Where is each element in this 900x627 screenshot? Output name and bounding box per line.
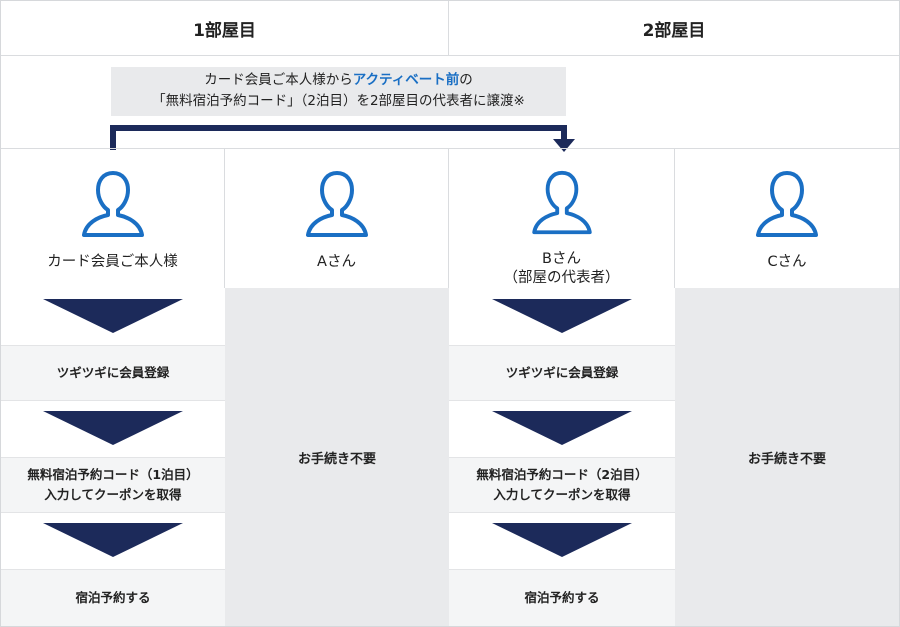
flow-arrow [1,401,225,457]
down-triangle-icon [43,411,183,445]
person-label: Bさん （部屋の代表者） [504,250,620,288]
down-triangle-icon [492,299,632,333]
down-triangle-icon [43,523,183,557]
down-triangle-icon [492,523,632,557]
person-a: Aさん [225,148,449,288]
room1-header: 1部屋目 [1,1,449,56]
transfer-connector [110,125,575,152]
transfer-note-prefix: カード会員ご本人様から [204,72,353,88]
no-procedure-a: お手続き不要 [225,288,449,626]
flow-step-register: ツギツギに会員登録 [1,345,225,401]
person-label: カード会員ご本人様 [47,254,178,270]
person-b: Bさん （部屋の代表者） [449,148,675,288]
flow-arrow [449,289,675,345]
transfer-note: カード会員ご本人様からアクティベート前の 「無料宿泊予約コード」（2泊目）を2部… [111,67,566,116]
no-procedure-c: お手続き不要 [675,288,899,626]
transfer-note-line2: 「無料宿泊予約コード」（2泊目）を2部屋目の代表者に譲渡※ [152,93,525,109]
transfer-arrow-head-icon [553,139,575,152]
flow-step-coupon-line2: 入力してクーポンを取得 [44,487,182,502]
flow-step-coupon: 無料宿泊予約コード（1泊目） 入力してクーポンを取得 [1,457,225,513]
person-c: Cさん [675,148,899,288]
person-icon [756,171,818,237]
flow-step-coupon-line2: 入力してクーポンを取得 [493,487,631,502]
down-triangle-icon [492,411,632,445]
person-b-role: （部屋の代表者） [503,270,620,286]
person-label: Aさん [317,254,356,270]
transfer-note-line1: カード会員ご本人様からアクティベート前の [111,70,566,91]
transfer-note-suffix: の [459,72,473,88]
flow-arrow [1,289,225,345]
transfer-connector-line [110,125,567,150]
person-label: Cさん [767,254,807,270]
down-triangle-icon [43,299,183,333]
flow-step-register: ツギツギに会員登録 [449,345,675,401]
flow-step-reserve: 宿泊予約する [449,569,675,626]
transfer-note-highlight: アクティベート前 [352,72,460,88]
room2-header: 2部屋目 [449,1,899,56]
person-icon [305,171,368,237]
flow-arrow [449,401,675,457]
person-icon [81,171,144,237]
person-icon [531,170,592,235]
person-b-name: Bさん [542,251,581,267]
flow-arrow [449,513,675,569]
flow-arrow [1,513,225,569]
flow-step-coupon-line1: 無料宿泊予約コード（2泊目） [476,467,648,482]
flow-step-coupon: 無料宿泊予約コード（2泊目） 入力してクーポンを取得 [449,457,675,513]
flow-step-reserve: 宿泊予約する [1,569,225,626]
person-card-member: カード会員ご本人様 [1,148,225,288]
flow-step-coupon-line1: 無料宿泊予約コード（1泊目） [27,467,199,482]
